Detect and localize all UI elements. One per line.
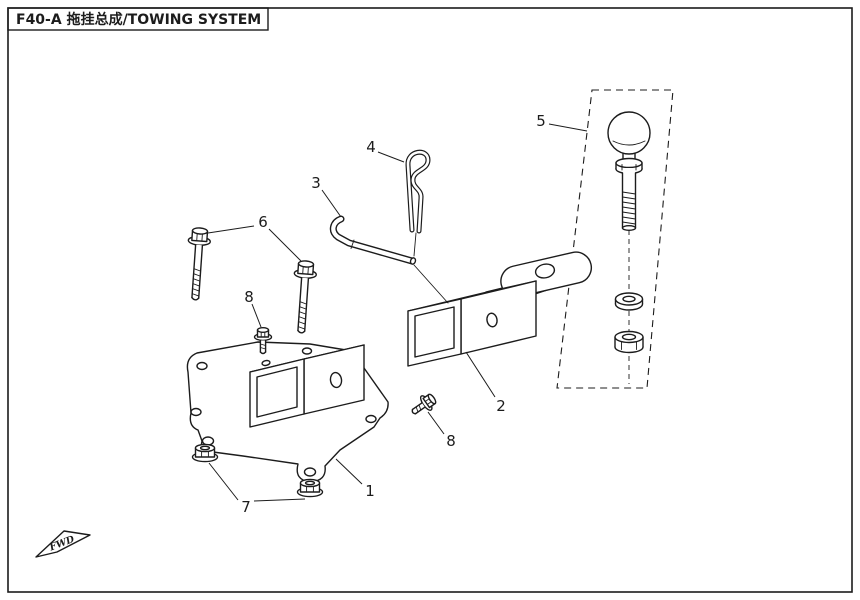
callout-3-leader: [321, 189, 342, 218]
pin-tip: [409, 257, 417, 265]
callout-5-leader: [548, 123, 588, 132]
flange-bolt-long: [289, 259, 318, 335]
callout-8a-leader: [251, 303, 262, 328]
clip-assembly-line: [413, 232, 417, 257]
part-mounting-plate: [186, 341, 389, 483]
receiver-pin-hole: [329, 371, 343, 389]
flange-bolt-long: [183, 226, 212, 302]
callout-4: 4: [366, 138, 405, 163]
pin-collar: [350, 239, 355, 249]
drawbar-pin-hole: [486, 312, 498, 328]
part-r-clip: [405, 149, 431, 257]
tongue-ball-hole: [534, 263, 556, 279]
pin-assembly-line: [413, 264, 449, 304]
callout-2-leader: [465, 351, 496, 398]
title-box: [7, 7, 269, 31]
callout-6-label: 6: [258, 213, 268, 231]
plate-hole: [301, 347, 313, 355]
plate-hole: [365, 414, 377, 424]
callout-5: 5: [536, 112, 588, 132]
page-title: F40-A 拖挂总成/TOWING SYSTEM: [16, 11, 261, 28]
part-flange-bolts-long: [183, 226, 318, 335]
title-block: F40-A 拖挂总成/TOWING SYSTEM: [7, 7, 269, 31]
callout-8a-label: 8: [244, 288, 254, 306]
flange-nut: [296, 478, 324, 498]
callout-8b-label: 8: [446, 432, 456, 450]
callout-6: 6: [207, 213, 302, 262]
callout-3-label: 3: [311, 174, 321, 192]
callout-1: 1: [335, 458, 375, 500]
callout-8b-leader: [427, 411, 445, 435]
hitch-ball: [607, 111, 651, 231]
callout-1-leader: [335, 458, 363, 485]
part-hitch-pin: [329, 215, 449, 304]
page-border: [7, 7, 853, 593]
fwd-marker: FWD: [35, 530, 91, 558]
receiver-tube: [249, 344, 365, 428]
plate-hole: [190, 407, 202, 417]
part-drawbar: [407, 251, 593, 367]
flange-bolt-short: [407, 390, 440, 421]
drawbar-tube-opening: [414, 306, 455, 358]
callout-2: 2: [465, 351, 506, 415]
callout-6-leader: [207, 225, 302, 262]
part5-boundary-box: [556, 89, 674, 389]
plate-hole: [196, 361, 208, 371]
callout-1-label: 1: [365, 482, 375, 500]
callout-8b: 8: [427, 411, 456, 450]
flange-nut: [191, 443, 219, 463]
callout-7-label: 7: [241, 498, 251, 516]
callout-7-leader: [208, 462, 306, 502]
callout-5-label: 5: [536, 112, 546, 130]
receiver-bolt-hole: [261, 359, 271, 367]
callout-8a: 8: [244, 288, 262, 328]
callout-4-leader: [377, 151, 405, 163]
part-hitch-ball-assembly: [607, 111, 651, 384]
drawbar-tube-side: [460, 280, 537, 355]
callout-7: 7: [208, 462, 306, 516]
plate-hole: [303, 467, 317, 477]
callout-4-label: 4: [366, 138, 376, 156]
callout-2-label: 2: [496, 397, 506, 415]
callout-3: 3: [311, 174, 342, 218]
ball-washer: [614, 292, 644, 311]
fwd-arrow-icon: [35, 530, 91, 558]
ball-hex-nut: [614, 330, 644, 354]
